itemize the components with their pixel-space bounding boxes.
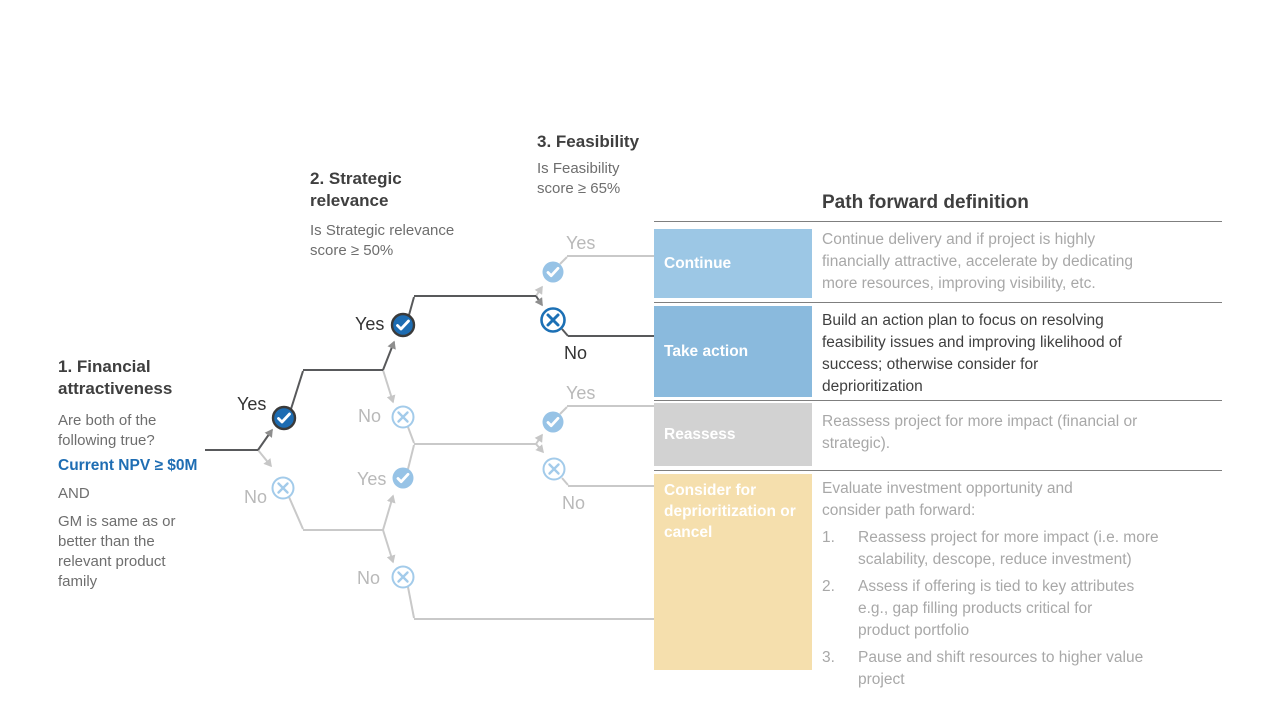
edge-strategic2-no: [382, 529, 396, 564]
outcome-description-reassess: Reassess project for more impact (financ…: [822, 413, 1138, 452]
outcome-box-deprioritize: Consider for deprioritization or cancel: [654, 474, 812, 670]
panel-title: Path forward definition: [822, 192, 1029, 213]
outcome-box-reassess: Reassess: [654, 403, 812, 466]
label-feasibility2-no: No: [562, 493, 585, 513]
deprioritize-intro: Evaluate investment opportunity and cons…: [822, 480, 1073, 519]
outcome-description-take-action: Build an action plan to focus on resolvi…: [822, 312, 1122, 395]
node-feasibility2-yes: [542, 411, 564, 433]
outcome-description-continue: Continue delivery and if project is high…: [822, 231, 1134, 292]
edge: [288, 496, 304, 530]
check-icon: [546, 416, 560, 428]
list-item: 2. Assess if offering is tied to key att…: [822, 576, 1224, 642]
divider: [654, 400, 1222, 401]
x-icon: [277, 482, 289, 494]
check-icon: [396, 472, 410, 484]
edge: [408, 296, 415, 316]
financial-criterion-npv: Current NPV ≥ $0M: [58, 457, 198, 474]
label-strategic2-yes: Yes: [357, 469, 386, 489]
edge-financial-no: [257, 449, 272, 468]
list-number: 3.: [822, 649, 835, 666]
edge-feasibility2-yes: [534, 433, 543, 445]
list-item: 1. Reassess project for more impact (i.e…: [822, 527, 1224, 571]
list-text: Reassess project for more impact (i.e. m…: [858, 529, 1159, 568]
outcome-description-deprioritize: Evaluate investment opportunity and cons…: [822, 478, 1224, 691]
edge: [407, 444, 415, 470]
outcome-label: Consider for deprioritization or cancel: [664, 482, 796, 541]
node-strategic-no: [391, 405, 415, 429]
strategic-title: 2. Strategic relevance: [310, 169, 402, 210]
node-feasibility-no: [540, 307, 566, 333]
financial-criterion-gm: GM is same as or better than the relevan…: [58, 513, 176, 590]
edge-feasibility-no: [534, 295, 543, 307]
feasibility-question: Is Feasibility score ≥ 65%: [537, 160, 621, 197]
outcome-label: Reassess: [664, 426, 736, 443]
list-item: 3. Pause and shift resources to higher v…: [822, 647, 1224, 691]
list-number: 1.: [822, 529, 835, 546]
node-strategic2-yes: [392, 467, 414, 489]
edge-financial-yes: [257, 428, 273, 451]
label-financial-no: No: [244, 487, 267, 507]
node-financial-yes: [271, 405, 297, 431]
divider: [654, 470, 1222, 471]
check-icon: [546, 266, 560, 278]
label-strategic-yes: Yes: [355, 314, 384, 334]
edge: [290, 370, 304, 410]
divider: [654, 302, 1222, 303]
label-financial-yes: Yes: [237, 394, 266, 414]
label-strategic-no: No: [358, 406, 381, 426]
edge: [407, 586, 415, 619]
edge: [559, 406, 568, 415]
edge: [561, 328, 569, 337]
x-icon: [548, 463, 560, 475]
list-text: Assess if offering is tied to key attrib…: [858, 578, 1135, 639]
strategic-question: Is Strategic relevance score ≥ 50%: [310, 222, 455, 259]
node-feasibility-yes: [542, 261, 564, 283]
list-text: Pause and shift resources to higher valu…: [858, 649, 1144, 688]
label-feasibility-no: No: [564, 343, 587, 363]
edge-strategic2-yes: [382, 494, 396, 531]
node-financial-no: [271, 476, 295, 500]
list-number: 2.: [822, 578, 835, 595]
label-feasibility2-yes: Yes: [566, 383, 595, 403]
financial-conjunction: AND: [58, 485, 90, 502]
outcome-label: Take action: [664, 343, 749, 360]
label-feasibility-yes: Yes: [566, 233, 595, 253]
outcome-box-take-action: Take action: [654, 306, 812, 397]
edge-strategic-yes: [382, 340, 396, 371]
node-strategic2-no: [391, 565, 415, 589]
edge-strategic-no: [382, 369, 396, 404]
x-icon: [397, 411, 409, 423]
node-feasibility2-no: [542, 457, 566, 481]
check-icon: [396, 319, 410, 331]
outcome-box-continue: Continue: [654, 229, 812, 298]
edge: [561, 477, 569, 486]
x-icon: [546, 313, 560, 327]
outcome-label: Continue: [664, 255, 732, 272]
edge-feasibility2-no: [535, 443, 544, 454]
x-icon: [397, 571, 409, 583]
edge-feasibility-yes: [534, 285, 543, 297]
edge: [407, 426, 415, 444]
node-strategic-yes: [390, 312, 416, 338]
check-icon: [277, 412, 291, 424]
label-strategic2-no: No: [357, 568, 380, 588]
feasibility-title: 3. Feasibility: [537, 132, 640, 151]
financial-title: 1. Financial attractiveness: [58, 357, 173, 398]
divider: [654, 221, 1222, 222]
financial-question: Are both of the following true?: [58, 412, 157, 449]
edge: [559, 256, 568, 265]
